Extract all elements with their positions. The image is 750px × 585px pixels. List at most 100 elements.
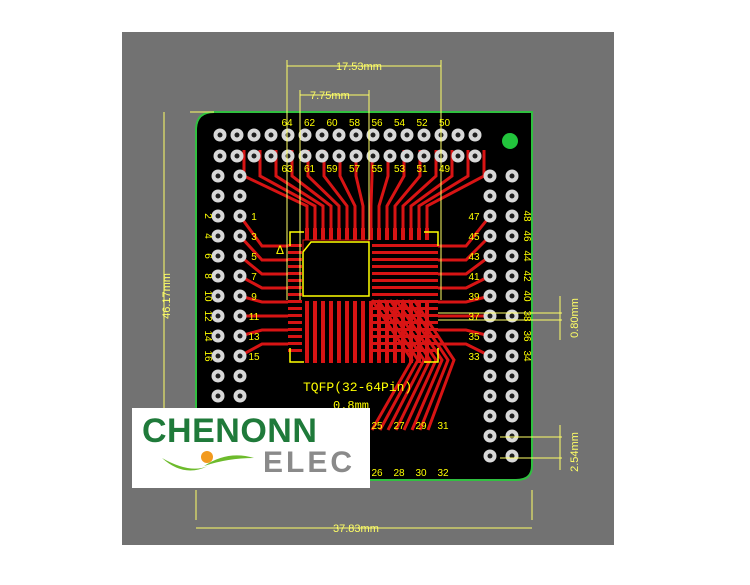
pad-hole [215,253,221,259]
chip-outline [302,241,370,297]
qfp-pad [377,301,381,363]
copper-trace [438,294,491,304]
pin-label: 14 [202,330,213,342]
pad-hole [487,313,493,319]
qfp-pad [353,228,357,240]
pad-hole [487,233,493,239]
copper-trace [406,299,450,431]
pin-label: 27 [393,421,405,432]
copper-trace [290,150,333,228]
pad-hole [509,313,515,319]
silk-corner [424,348,439,363]
pad-hole [251,132,257,138]
qfp-pad [372,272,438,275]
qfp-pad [329,301,333,363]
pad-hole [215,233,221,239]
qfp-pad [288,349,302,352]
pad-hole [509,413,515,419]
pin-label: 8 [202,273,213,279]
pin-label: 1 [251,212,257,223]
brand-logo: CHENONN ELEC [132,408,370,488]
qfp-pad [425,301,429,363]
copper-trace [412,299,456,431]
qfp-pad [337,228,341,240]
qfp-pad [313,301,317,363]
pad-hole [387,132,393,138]
pad-hole [509,373,515,379]
pin-label: 32 [437,468,449,479]
pin-label: 42 [521,270,532,282]
leaf-swoosh-icon [162,451,254,471]
pad-hole [509,193,515,199]
pad-hole [509,253,515,259]
qfp-pad [372,307,438,310]
pad-hole [421,132,427,138]
pin-label: 50 [439,118,451,129]
dim-pad-pitch: 0.80mm [569,298,581,338]
logo-line1: CHENONN [142,412,318,450]
pin-label: 48 [521,210,532,222]
copper-trace [409,150,454,228]
pin-label: 31 [437,421,449,432]
copper-trace [370,299,414,431]
qfp-pad [305,301,309,363]
qfp-pad [372,300,438,303]
qfp-pad [372,258,438,261]
pad-hole [455,153,461,159]
pin-label: 26 [371,468,383,479]
pad-hole [455,132,461,138]
pin-label: 41 [468,272,480,283]
copper-trace [239,328,288,338]
pad-hole [487,273,493,279]
pad-hole [319,132,325,138]
pad-hole [509,333,515,339]
pin-label: 40 [521,290,532,302]
qfp-pad [372,335,438,338]
pad-hole [215,333,221,339]
pad-hole [487,173,493,179]
qfp-pad [288,314,302,317]
pin-label: 64 [281,118,293,129]
pin-label: 38 [521,310,532,322]
pad-hole [237,173,243,179]
pad-hole [285,153,291,159]
qfp-pad [393,228,397,240]
copper-trace [377,150,390,228]
qfp-pad [353,301,357,363]
pad-hole [237,233,243,239]
copper-trace [306,150,341,228]
pad-hole [237,253,243,259]
qfp-pad [361,228,365,240]
copper-trace [425,150,486,228]
qfp-pad [345,228,349,240]
pad-hole [472,153,478,159]
qfp-pad [372,286,438,289]
copper-trace [239,342,288,358]
pin-label: 2 [202,213,213,219]
silk-corner [424,231,439,246]
pin-label: 16 [202,350,213,362]
pad-hole [509,173,515,179]
pad-hole [237,373,243,379]
pin-label: 6 [202,253,213,259]
pin-label: 33 [468,352,480,363]
pin-label: 39 [468,292,480,303]
pad-hole [353,132,359,138]
pad-hole [302,132,308,138]
pad-hole [215,353,221,359]
pin-label: 46 [521,230,532,242]
pad-hole [336,132,342,138]
logo-line2: ELEC [263,446,356,479]
pad-hole [487,413,493,419]
pin-label: 5 [251,252,257,263]
copper-trace [369,150,374,228]
dim-board-height: 46.17mm [161,273,173,319]
copper-trace [322,150,349,228]
pin-label: 47 [468,212,480,223]
pin-label: 59 [326,164,338,175]
pin-label: 11 [249,312,260,323]
pad-hole [215,193,221,199]
qfp-pad [288,286,302,289]
qfp-pad [361,301,365,363]
